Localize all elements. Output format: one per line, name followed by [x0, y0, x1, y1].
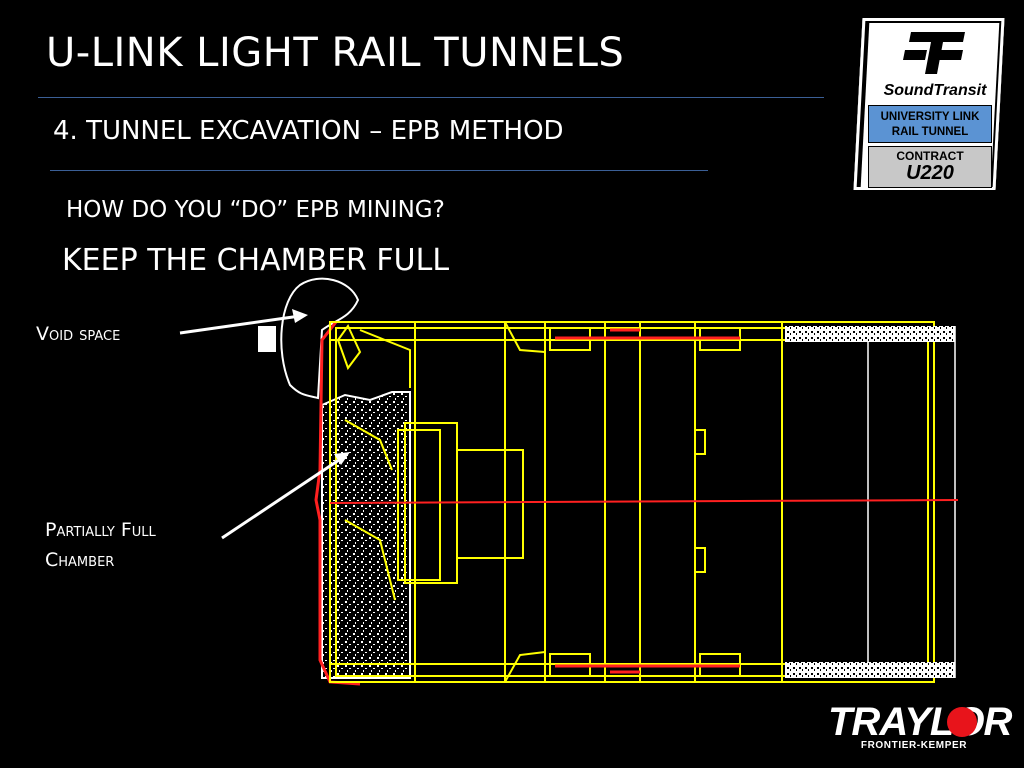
soundtransit-project: UNIVERSITY LINK RAIL TUNNEL — [868, 105, 992, 143]
traylor-logo: TRAYLOR FRONTIER-KEMPER — [828, 700, 1012, 756]
partially-full-label: Partially Full Chamber — [45, 515, 156, 575]
cutterhead-outline — [314, 321, 361, 686]
subtitle-divider — [50, 170, 708, 171]
partially-full-label-line1: Partially Full — [45, 519, 156, 541]
project-line2: RAIL TUNNEL — [891, 126, 969, 138]
soundtransit-contract: CONTRACT U220 — [868, 146, 992, 188]
chamber-muck — [321, 391, 411, 679]
void-space-arrow — [179, 309, 308, 335]
question-text: HOW DO YOU “DO” EPB MINING? — [66, 197, 445, 223]
tail-segment-top — [785, 326, 955, 342]
st-logo-icon — [903, 32, 965, 74]
void-space-outline — [280, 277, 360, 400]
slide-title: U-LINK LIGHT RAIL TUNNELS — [46, 30, 625, 76]
title-divider — [38, 97, 824, 98]
traylor-subtitle: FRONTIER-KEMPER — [860, 740, 968, 751]
tail-segment-bottom — [785, 662, 955, 678]
chamber-arrow — [221, 452, 350, 540]
soundtransit-logo: SoundTransit UNIVERSITY LINK RAIL TUNNEL… — [853, 18, 1006, 194]
soundtransit-name: SoundTransit — [883, 82, 987, 99]
thrust-rams — [555, 328, 740, 674]
answer-text: KEEP THE CHAMBER FULL — [62, 243, 450, 278]
project-line1: UNIVERSITY LINK — [880, 111, 980, 123]
void-space-label: Void space — [36, 323, 121, 345]
contract-number: U220 — [906, 162, 954, 184]
centerline — [329, 499, 959, 504]
traylor-wordmark: TRAYLOR — [828, 700, 1012, 744]
traylor-o-icon — [947, 707, 977, 737]
slide-subtitle: 4. TUNNEL EXCAVATION – EPB METHOD — [53, 116, 564, 146]
contract-label: CONTRACT — [896, 149, 964, 163]
partially-full-label-line2: Chamber — [45, 549, 115, 571]
void-marker — [258, 326, 276, 352]
